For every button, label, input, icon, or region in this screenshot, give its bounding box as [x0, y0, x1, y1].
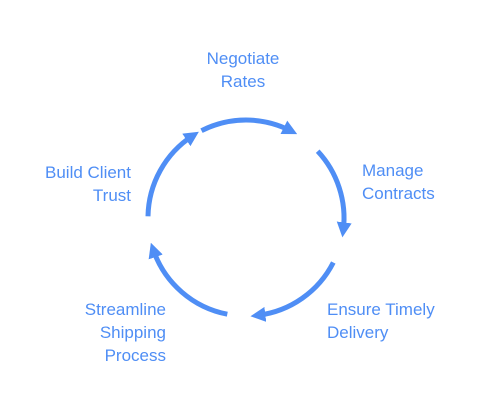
cycle-arrow-2: [315, 149, 352, 238]
step-label-line: Streamline: [85, 300, 166, 319]
cycle-arrow-3: [250, 261, 336, 322]
step-label-line: Rates: [221, 72, 265, 91]
step-label-line: Negotiate: [207, 49, 280, 68]
step-label-line: Shipping: [100, 323, 166, 342]
cycle-arrow-1: [200, 117, 298, 135]
step-label-line: Process: [105, 346, 166, 365]
cycle-arrow-4: [148, 242, 228, 317]
step-label-line: Trust: [93, 186, 131, 205]
step-label-line: Ensure Timely: [327, 300, 435, 319]
step-label-line: Manage: [362, 161, 423, 180]
cycle-arrow-5: [145, 131, 199, 217]
step-label-line: Delivery: [327, 323, 389, 342]
step-label-line: Build Client: [45, 163, 131, 182]
step-label-line: Contracts: [362, 184, 435, 203]
